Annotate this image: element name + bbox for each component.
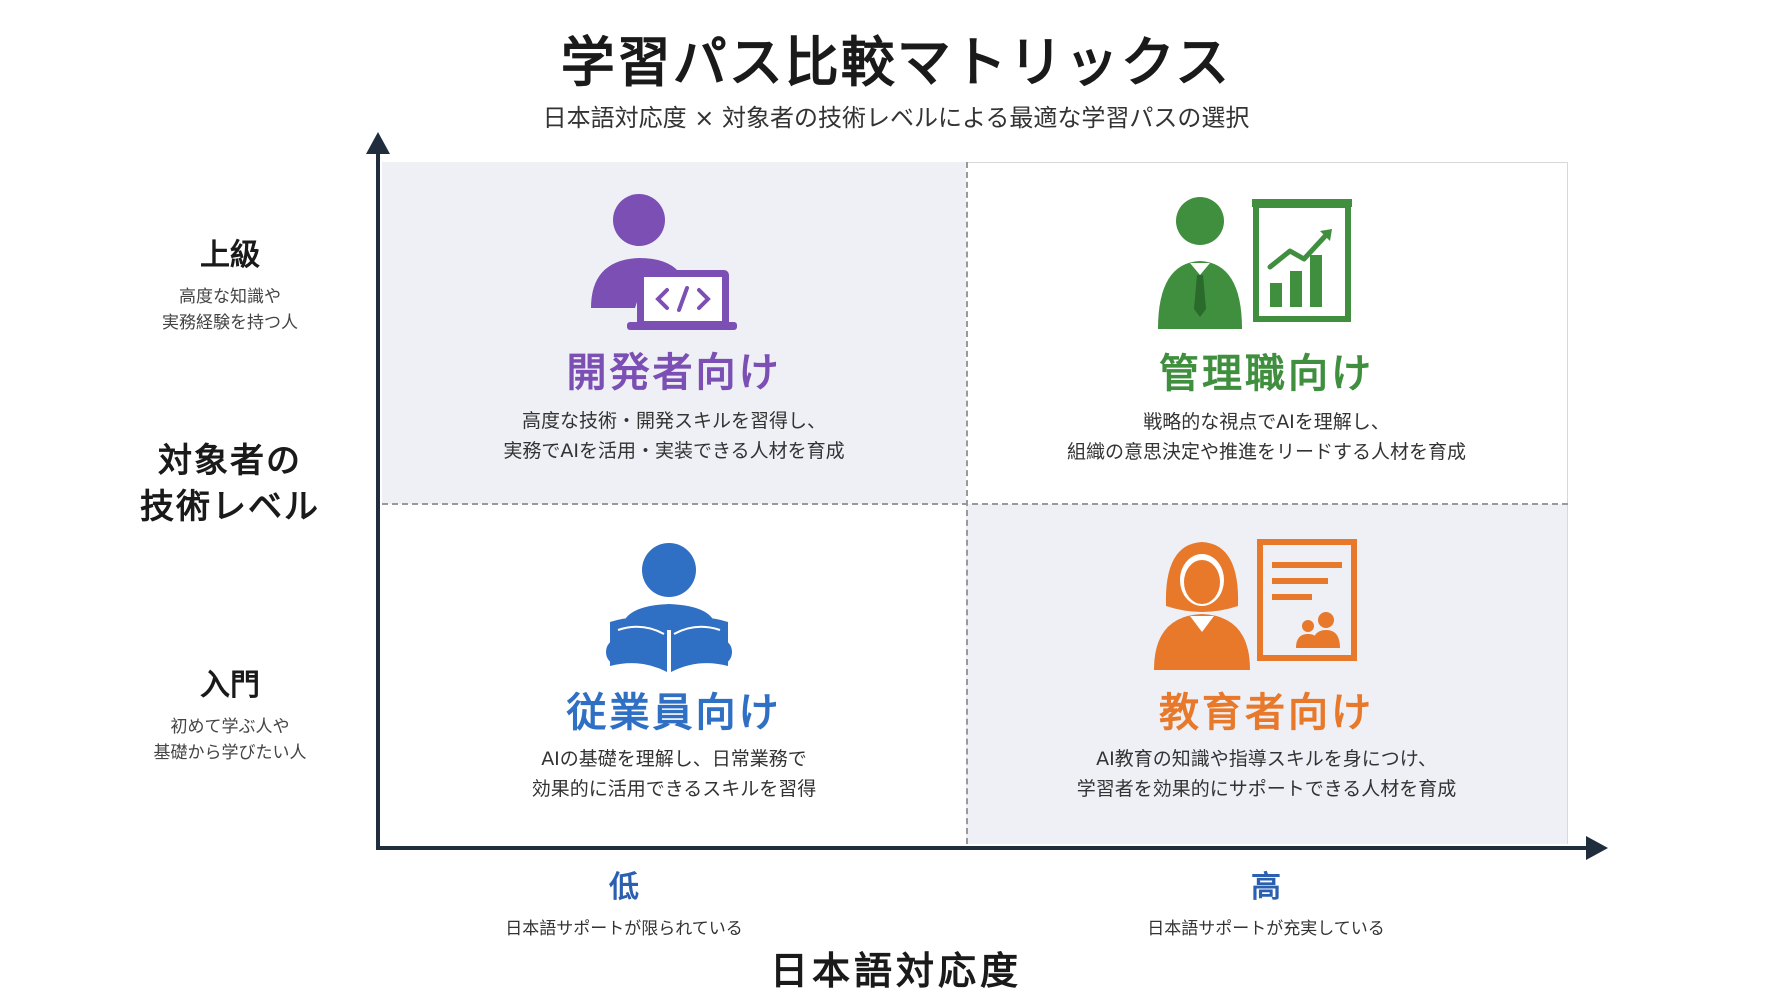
quadrant-developer-title: 開発者向け <box>566 350 782 396</box>
quadrant-educator-desc-2: 学習者を効果的にサポートできる人材を育成 <box>1076 778 1457 800</box>
horizontal-divider <box>382 503 1568 505</box>
quadrant-employee-desc-1: AIの基礎を理解し、日常業務で <box>541 748 807 770</box>
manager-chart-icon <box>1158 197 1352 329</box>
x-axis-line <box>376 846 1588 850</box>
quadrant-developer: 開発者向け 高度な技術・開発スキルを習得し、 実務でAIを活用・実装できる人材を… <box>382 162 966 504</box>
developer-laptop-icon <box>591 194 737 330</box>
y-label-beginner-desc-2: 基礎から学びたい人 <box>153 743 307 763</box>
quadrant-manager-desc-1: 戦略的な視点でAIを理解し、 <box>1143 411 1390 433</box>
y-label-beginner-title: 入門 <box>200 668 260 703</box>
x-axis-arrow-icon <box>1586 836 1608 860</box>
quadrant-manager-title: 管理職向け <box>1159 351 1374 397</box>
y-axis-title-line2: 技術レベル <box>140 487 320 527</box>
x-label-high-title: 高 <box>1251 870 1281 905</box>
employee-book-icon <box>606 543 732 672</box>
x-label-high: 高 日本語サポートが充実している <box>1086 862 1446 939</box>
x-label-low: 低 日本語サポートが限られている <box>444 862 804 939</box>
quadrant-educator: 教育者向け AI教育の知識や指導スキルを身につけ、 学習者を効果的にサポートでき… <box>966 504 1568 844</box>
quadrant-educator-desc-1: AI教育の知識や指導スキルを身につけ、 <box>1096 748 1437 770</box>
y-label-advanced-desc-2: 実務経験を持つ人 <box>162 313 298 333</box>
y-label-advanced: 上級 高度な知識や 実務経験を持つ人 <box>130 230 330 336</box>
quadrant-manager: 管理職向け 戦略的な視点でAIを理解し、 組織の意思決定や推進をリードする人材を… <box>966 162 1568 504</box>
quadrant-employee: 従業員向け AIの基礎を理解し、日常業務で 効果的に活用できるスキルを習得 <box>382 504 966 844</box>
quadrant-employee-desc-2: 効果的に活用できるスキルを習得 <box>531 778 817 800</box>
page-title: 学習パス比較マトリックス <box>560 31 1232 94</box>
quadrant-manager-desc-2: 組織の意思決定や推進をリードする人材を育成 <box>1066 441 1466 463</box>
x-label-low-desc: 日本語サポートが限られている <box>505 919 743 939</box>
quadrant-educator-title: 教育者向け <box>1159 690 1374 736</box>
quadrant-developer-desc-1: 高度な技術・開発スキルを習得し、 <box>521 410 826 432</box>
y-label-advanced-desc-1: 高度な知識や <box>179 287 281 307</box>
quadrant-employee-title: 従業員向け <box>566 690 782 736</box>
x-label-high-desc: 日本語サポートが充実している <box>1147 919 1385 939</box>
educator-board-icon <box>1154 539 1357 670</box>
quadrant-developer-desc-2: 実務でAIを活用・実装できる人材を育成 <box>503 440 845 462</box>
y-axis-line <box>376 148 380 850</box>
y-axis-title-line1: 対象者の <box>158 441 302 481</box>
x-axis-title: 日本語対応度 <box>769 949 1022 993</box>
y-label-beginner-desc-1: 初めて学ぶ人や <box>170 717 290 737</box>
y-axis-title: 対象者の 技術レベル <box>120 438 340 530</box>
x-label-low-title: 低 <box>609 870 639 905</box>
page-subtitle: 日本語対応度 × 対象者の技術レベルによる最適な学習パスの選択 <box>542 104 1250 132</box>
y-label-advanced-title: 上級 <box>200 238 260 273</box>
y-label-beginner: 入門 初めて学ぶ人や 基礎から学びたい人 <box>130 660 330 766</box>
y-axis-arrow-icon <box>366 132 390 154</box>
